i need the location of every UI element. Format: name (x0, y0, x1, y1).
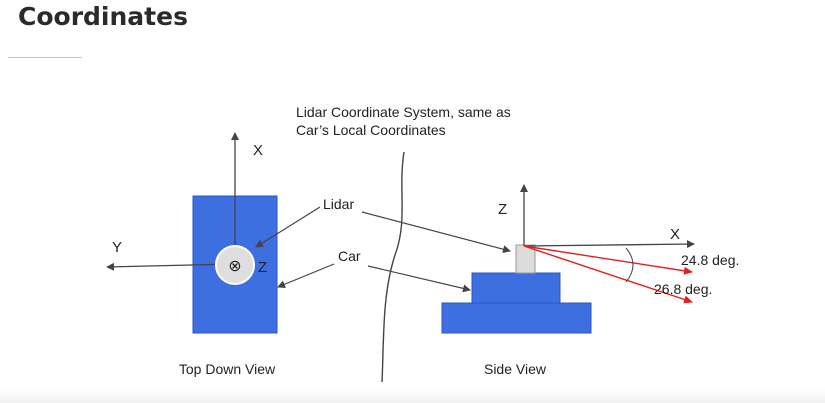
view-divider-curve (381, 151, 405, 383)
title-underline (8, 57, 82, 58)
car-pointer-side (367, 265, 471, 293)
car-body-side-view (441, 302, 592, 334)
y-axis-label-top: Y (112, 239, 122, 256)
lidar-pointer-side (361, 211, 511, 254)
z-axis-label-side: Z (498, 201, 507, 218)
lidar-side-view (515, 244, 536, 274)
lidar-label: Lidar (323, 196, 354, 212)
laser-ray-lower (523, 245, 693, 304)
top-view-caption: Top Down View (179, 361, 276, 377)
z-axis-label-top: Z (258, 259, 267, 276)
page-title: Coordinates (18, 2, 188, 31)
y-axis-top-view (106, 262, 236, 271)
bottom-band (0, 388, 825, 403)
angle-label-upper: 24.8 deg. (681, 252, 739, 268)
caption-line-1: Lidar Coordinate System, same as (296, 104, 511, 120)
caption-line-2: Car’s Local Coordinates (296, 122, 446, 138)
car-pointer-top (277, 263, 335, 289)
angle-label-lower: 26.8 deg. (654, 281, 712, 297)
side-view-caption: Side View (484, 361, 547, 377)
z-into-page-icon: ⊗ (228, 258, 241, 275)
x-axis-side-view (523, 240, 695, 249)
car-cabin-side-view (471, 272, 561, 304)
lidar-top-view (215, 245, 255, 285)
x-axis-label-top: X (253, 142, 263, 159)
car-label: Car (338, 248, 361, 264)
x-axis-label-side: X (670, 226, 680, 243)
angle-arc (625, 247, 634, 283)
laser-ray-upper (523, 245, 693, 275)
lidar-pointer-top (255, 206, 321, 248)
